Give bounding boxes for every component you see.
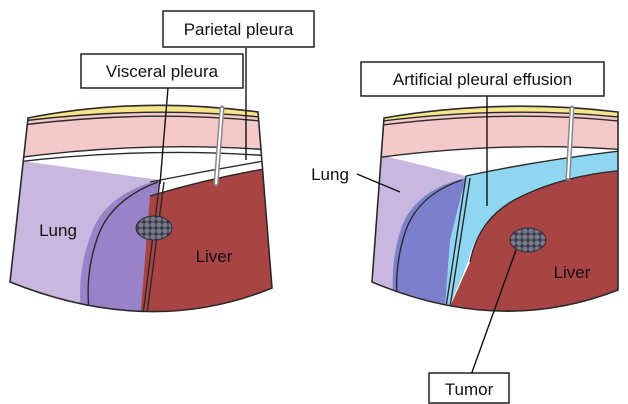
liver-region [140,168,272,320]
tumor-label: Tumor [445,380,494,399]
left-panel: Parietal pleura Visceral pleura Lung Liv… [0,11,314,322]
tumor-icon [136,216,172,240]
artificial-effusion-label: Artificial pleural effusion [393,70,572,89]
lung-label-right: Lung [311,165,349,184]
parietal-pleura-callout: Parietal pleura [163,11,314,47]
tumor-callout: Tumor [429,373,509,403]
visceral-pleura-callout: Visceral pleura [81,54,243,88]
lung-label-left: Lung [39,221,77,240]
parietal-pleura-label: Parietal pleura [184,20,294,39]
visceral-pleura-label: Visceral pleura [106,62,219,81]
tumor-icon-right [510,228,546,252]
liver-label-left: Liver [196,247,233,266]
liver-label-right: Liver [554,263,591,282]
right-panel: Artificial pleural effusion Lung Liver T… [311,62,628,403]
artificial-effusion-callout: Artificial pleural effusion [361,62,604,96]
